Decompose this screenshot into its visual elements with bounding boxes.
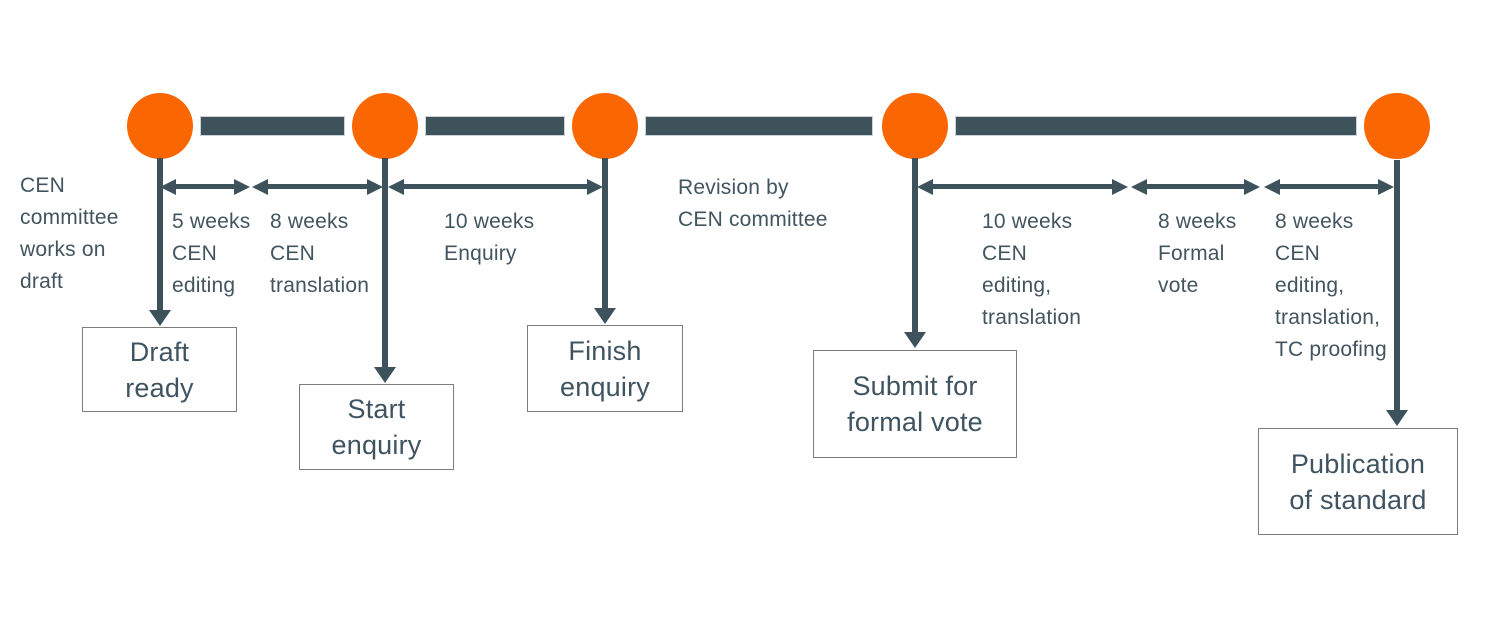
stem-line-publication [1394,160,1400,412]
arrow-left-icon [388,179,404,195]
duration-label-8-weeks-cen-editing-translation-tc-proofing: 8 weeks CEN editing, translation, TC pro… [1275,210,1387,361]
arrow-left-icon [1131,179,1147,195]
arrow-right-icon [367,179,383,195]
arrow-down-icon [149,310,171,326]
duration-label-8-weeks-formal-vote: 8 weeks Formal vote [1158,210,1237,297]
milestone-dot-1 [127,93,193,159]
duration-arrow-10-weeks-enquiry [388,179,603,195]
arrow-right-icon [1112,179,1128,195]
arrow-right-icon [1244,179,1260,195]
milestone-box-start-enquiry: Start enquiry [299,384,454,470]
arrow-down-icon [374,367,396,383]
milestone-dot-5 [1364,93,1430,159]
duration-arrow-10-weeks-editing [917,179,1128,195]
arrow-left-icon [1264,179,1280,195]
duration-label-10-weeks-cen-editing-translation: 10 weeks CEN editing, translation [982,210,1082,329]
timeline-bar-1 [200,116,345,136]
milestone-dot-4 [882,93,948,159]
duration-arrow-8-weeks-translation [252,179,383,195]
arrow-left-icon [252,179,268,195]
stem-line-draft-ready [157,158,163,312]
arrow-down-icon [1386,410,1408,426]
timeline-bar-3 [645,116,873,136]
timeline-bar-2 [425,116,565,136]
milestone-box-publication-of-standard: Publication of standard [1258,428,1458,535]
arrow-left-icon [917,179,933,195]
milestone-box-draft-ready: Draft ready [82,327,237,412]
milestone-box-submit-formal-vote: Submit for formal vote [813,350,1017,458]
note-cen-committee-works-on-draft: CEN committee works on draft [20,174,119,293]
stem-line-submit-formal-vote [912,158,918,334]
arrow-down-icon [904,332,926,348]
arrow-right-icon [234,179,250,195]
milestone-dot-3 [572,93,638,159]
duration-label-5-weeks-cen-editing: 5 weeks CEN editing [172,210,251,297]
duration-label-10-weeks-enquiry: 10 weeks Enquiry [444,210,535,265]
milestone-dot-2 [352,93,418,159]
arrow-left-icon [160,179,176,195]
duration-arrow-8-weeks-formal-vote [1131,179,1260,195]
duration-label-8-weeks-cen-translation: 8 weeks CEN translation [270,210,370,297]
stem-line-start-enquiry [382,158,388,369]
milestone-box-finish-enquiry: Finish enquiry [527,325,683,412]
arrow-right-icon [587,179,603,195]
duration-arrow-8-weeks-proofing [1264,179,1394,195]
arrow-down-icon [594,308,616,324]
duration-arrow-5-weeks [160,179,250,195]
stem-line-finish-enquiry [602,158,608,310]
arrow-right-icon [1378,179,1394,195]
timeline-bar-4 [955,116,1357,136]
note-revision-by-cen-committee: Revision by CEN committee [678,176,828,231]
